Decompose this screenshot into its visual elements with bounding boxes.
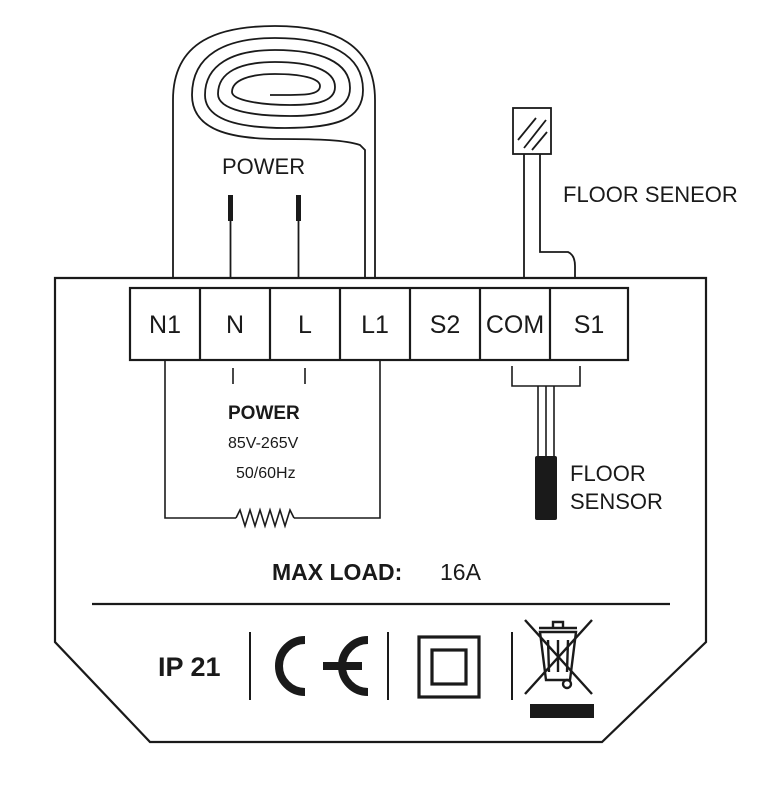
terminal-com: COM [485, 310, 545, 339]
terminal-block [128, 286, 630, 362]
floor-sensor-element-icon [535, 456, 557, 520]
crossed-bin-icon [524, 619, 593, 695]
power-label-top: POWER [222, 154, 306, 179]
double-insulation-icon [417, 635, 481, 699]
terminal-s2: S2 [429, 310, 461, 339]
max-load-label: MAX LOAD: [272, 559, 403, 585]
terminal-l: L [298, 310, 312, 339]
max-load-value: 16A [440, 559, 481, 585]
floor-sensor-probe-icon [512, 107, 576, 278]
resistor-icon [235, 507, 295, 529]
floor-sensor-label-top: FLOOR SENEOR [563, 182, 738, 207]
terminal-l1: L1 [361, 310, 389, 339]
power-voltage: 85V-265V [228, 435, 299, 452]
power-frequency: 50/60Hz [236, 465, 296, 482]
bin-bar [530, 704, 594, 718]
terminal-s1: S1 [573, 310, 605, 339]
terminal-n1: N1 [149, 310, 181, 339]
power-block-title: POWER [228, 403, 300, 424]
ip-rating: IP 21 [158, 652, 221, 682]
ce-mark-icon [275, 636, 369, 696]
floor-sensor-label-line2: SENSOR [570, 489, 663, 514]
heating-cable-icon [172, 25, 376, 278]
floor-sensor-label-line1: FLOOR [570, 461, 646, 486]
housing-outline [53, 276, 708, 744]
terminal-n: N [225, 310, 245, 339]
